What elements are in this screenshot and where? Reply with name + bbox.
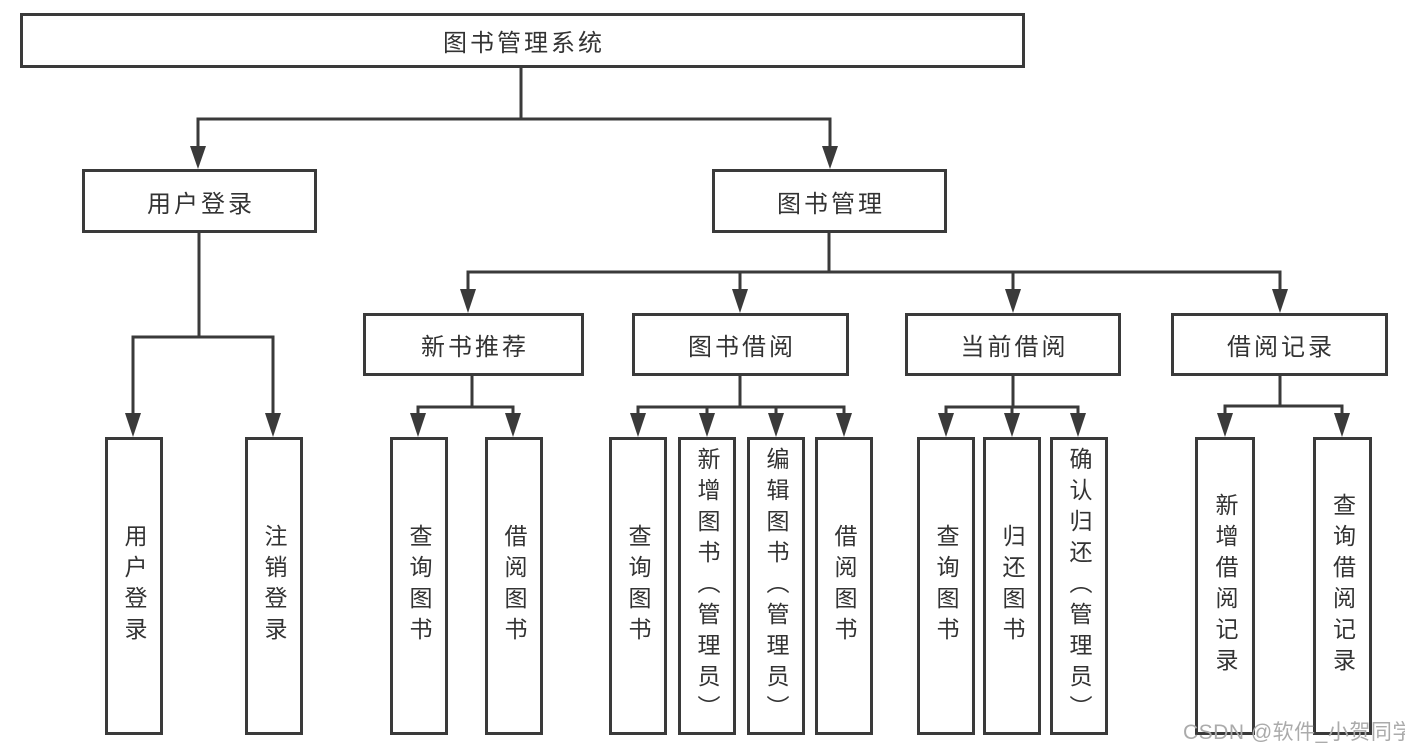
node-current-borrow-label: 当前借阅 bbox=[960, 334, 1069, 361]
leaf-return-book: 归还图书 bbox=[983, 437, 1041, 735]
node-user-login-label: 用户登录 bbox=[147, 190, 255, 218]
leaf-add-borrow-record-label: 新增借阅记录 bbox=[1212, 493, 1238, 679]
leaf-logout: 注销登录 bbox=[245, 437, 303, 735]
leaf-confirm-return-admin: 确认归还（管理员） bbox=[1050, 437, 1108, 735]
leaf-user-login: 用户登录 bbox=[105, 437, 163, 735]
leaf-borrow-books-recommend-label: 借阅图书 bbox=[501, 524, 527, 648]
node-new-book-recommend-label: 新书推荐 bbox=[421, 334, 529, 361]
node-new-book-recommend: 新书推荐 bbox=[363, 313, 584, 376]
leaf-edit-book-admin-label: 编辑图书（管理员） bbox=[763, 446, 789, 726]
node-current-borrow: 当前借阅 bbox=[905, 313, 1121, 376]
node-library-system-label: 图书管理系统 bbox=[443, 30, 605, 57]
leaf-add-book-admin-label: 新增图书（管理员） bbox=[694, 446, 720, 726]
leaf-borrow-books-recommend: 借阅图书 bbox=[485, 437, 543, 735]
node-book-management-label: 图书管理 bbox=[777, 190, 885, 218]
leaf-borrow-books-label: 借阅图书 bbox=[831, 524, 857, 648]
leaf-query-books-current: 查询图书 bbox=[917, 437, 975, 735]
leaf-query-books-borrow-label: 查询图书 bbox=[625, 524, 651, 648]
leaf-user-login-label: 用户登录 bbox=[121, 524, 147, 648]
leaf-query-borrow-record-label: 查询借阅记录 bbox=[1329, 493, 1356, 679]
leaf-borrow-books: 借阅图书 bbox=[815, 437, 873, 735]
leaf-add-book-admin: 新增图书（管理员） bbox=[678, 437, 736, 735]
node-user-login: 用户登录 bbox=[82, 169, 317, 233]
leaf-confirm-return-admin-label: 确认归还（管理员） bbox=[1066, 446, 1092, 726]
node-borrow-records-label: 借阅记录 bbox=[1227, 334, 1335, 361]
node-book-management: 图书管理 bbox=[712, 169, 947, 233]
leaf-return-book-label: 归还图书 bbox=[999, 524, 1025, 648]
leaf-query-books-recommend: 查询图书 bbox=[390, 437, 448, 735]
csdn-watermark: CSDN @软件_小贺同学 bbox=[1183, 721, 1405, 744]
leaf-edit-book-admin: 编辑图书（管理员） bbox=[747, 437, 805, 735]
leaf-query-books-current-label: 查询图书 bbox=[933, 524, 959, 648]
node-borrow-records: 借阅记录 bbox=[1171, 313, 1388, 376]
node-book-borrow: 图书借阅 bbox=[632, 313, 849, 376]
leaf-query-books-recommend-label: 查询图书 bbox=[406, 524, 432, 648]
node-book-borrow-label: 图书借阅 bbox=[688, 334, 796, 361]
node-library-system: 图书管理系统 bbox=[20, 13, 1025, 68]
leaf-query-books-borrow: 查询图书 bbox=[609, 437, 667, 735]
leaf-logout-label: 注销登录 bbox=[261, 524, 287, 648]
leaf-add-borrow-record: 新增借阅记录 bbox=[1195, 437, 1255, 735]
leaf-query-borrow-record: 查询借阅记录 bbox=[1313, 437, 1372, 735]
